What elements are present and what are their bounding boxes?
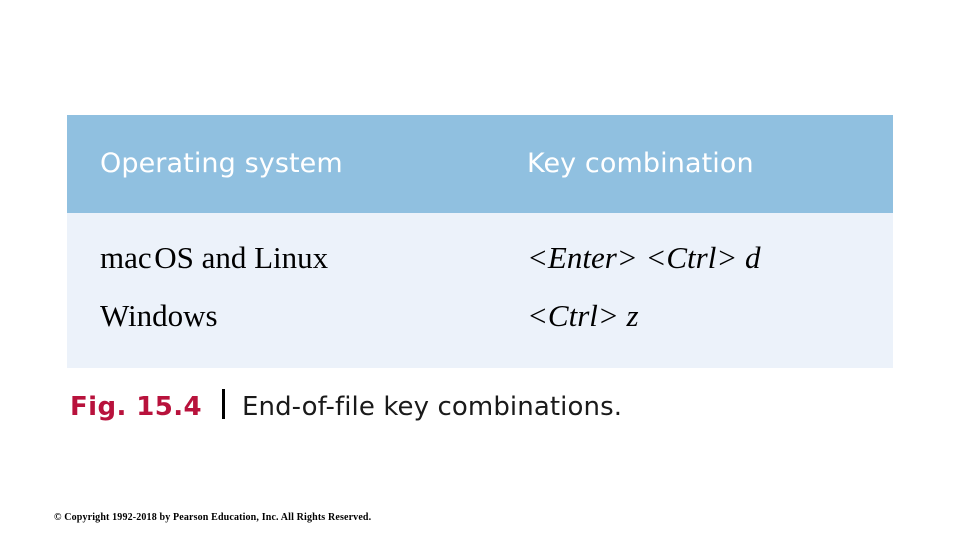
table-cell-os: mac OS and Linux	[67, 229, 497, 287]
os-name-windows: Windows	[100, 298, 218, 333]
table-row: Windows <Ctrl> z	[67, 287, 893, 345]
key-combination-windows: <Ctrl> z	[527, 298, 639, 333]
figure-caption-text: End-of-file key combinations.	[241, 392, 623, 422]
table-header-row: Operating system Key combination	[67, 115, 893, 213]
table-cell-os: Windows	[67, 287, 497, 345]
table-row: mac OS and Linux <Enter> <Ctrl> d	[67, 229, 893, 287]
caption-separator-bar	[221, 389, 225, 419]
table-body: mac OS and Linux <Enter> <Ctrl> d Window…	[67, 213, 893, 368]
table-cell-key: <Ctrl> z	[497, 287, 893, 345]
eof-key-combinations-table: Operating system Key combination mac OS …	[67, 115, 893, 368]
table-header-cell-key-combination: Key combination	[497, 149, 893, 179]
copyright-footer: © Copyright 1992-2018 by Pearson Educati…	[54, 512, 372, 523]
column-header-operating-system: Operating system	[100, 148, 343, 180]
figure-number-label: Fig. 15.4	[70, 392, 202, 422]
column-header-key-combination: Key combination	[527, 148, 754, 180]
os-name-macos-linux: mac OS and Linux	[100, 240, 329, 275]
key-combination-macos-linux: <Enter> <Ctrl> d	[527, 240, 761, 275]
table-header-cell-operating-system: Operating system	[67, 149, 497, 179]
table-cell-key: <Enter> <Ctrl> d	[497, 229, 893, 287]
figure-caption: Fig. 15.4 End-of-file key combinations.	[70, 385, 622, 422]
